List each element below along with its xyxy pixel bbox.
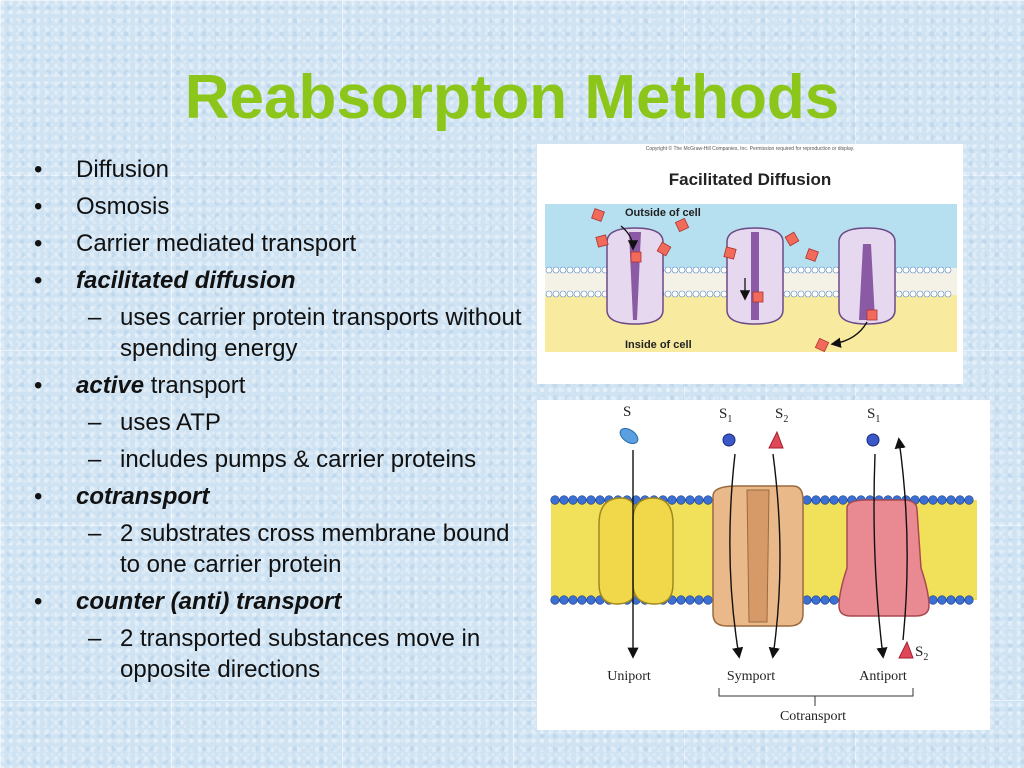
cotransport-label: Cotransport (780, 709, 846, 724)
slide-title: Reabsorpton Methods (184, 63, 840, 132)
s1-antiport-label: S1 (867, 406, 880, 425)
transport-types-figure: S S1 S2 S1 S2 Uniport Symport Antiport C… (537, 400, 990, 730)
bullet-item: Osmosis (30, 191, 530, 222)
antiport-label: Antiport (859, 669, 907, 684)
s2-antiport-label: S2 (915, 644, 928, 663)
entry-arrow (620, 225, 639, 251)
bullet-item: cotransport (30, 481, 530, 512)
symport-protein (712, 485, 804, 627)
substrate-s2-antiport (898, 640, 914, 659)
exit-arrow (830, 321, 868, 348)
facilitated-diffusion-figure: Copyright © The McGraw-Hill Companies, I… (537, 144, 963, 384)
bullet-item: counter (anti) transport (30, 586, 530, 617)
outside-cell-label: Outside of cell (625, 207, 701, 219)
cotransport-bracket (718, 688, 914, 706)
s-label: S (623, 404, 631, 420)
solute-molecules (591, 208, 878, 353)
substrate-s1-antiport (866, 433, 880, 447)
sub-bullet-item: 2 transported substances move in opposit… (30, 623, 530, 685)
bullet-item: Diffusion (30, 154, 530, 185)
substrate-s2 (768, 430, 784, 449)
facilitated-diffusion-diagram: Copyright © The McGraw-Hill Companies, I… (545, 145, 957, 353)
antiport-arrow-in (873, 453, 888, 659)
bullet-item: Carrier mediated transport (30, 228, 530, 259)
bullet-list: Diffusion Osmosis Carrier mediated trans… (30, 148, 530, 685)
substrate-s1 (722, 433, 736, 447)
antiport-protein (838, 499, 930, 617)
inside-cell-label: Inside of cell (625, 339, 692, 351)
bullet-item: active transport (30, 370, 530, 401)
uniport-label: Uniport (607, 669, 651, 684)
carrier-protein (838, 227, 896, 325)
symport-arrow-s2 (768, 453, 781, 659)
carrier-protein (606, 227, 664, 325)
bullet-item: facilitated diffusion (30, 265, 530, 296)
sub-bullet-item: uses carrier protein transports without … (30, 302, 530, 364)
substrate-s (619, 427, 639, 445)
uniport-protein (598, 497, 674, 605)
sub-bullet-item: 2 substrates cross membrane bound to one… (30, 518, 530, 580)
symport-label: Symport (727, 669, 775, 684)
carrier-protein (726, 227, 784, 325)
sub-bullet-item: uses ATP (30, 407, 530, 438)
transport-types-diagram: S S1 S2 S1 S2 Uniport Symport Antiport C… (550, 404, 977, 724)
s1-label: S1 (719, 406, 732, 425)
sub-bullet-item: includes pumps & carrier proteins (30, 444, 530, 475)
figure-title: Facilitated Diffusion (669, 170, 831, 189)
s2-label: S2 (775, 406, 788, 425)
antiport-arrow-out (894, 437, 908, 641)
copyright-text: Copyright © The McGraw-Hill Companies, I… (646, 145, 855, 152)
symport-arrow-s1 (729, 453, 744, 659)
